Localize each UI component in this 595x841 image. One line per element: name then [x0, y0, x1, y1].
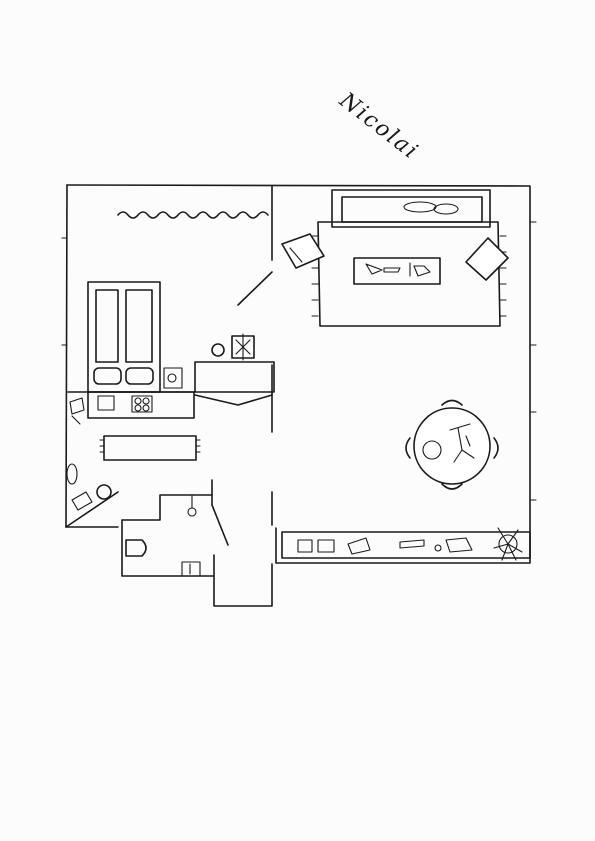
wardrobe-icon	[87, 281, 183, 393]
rug-icon	[311, 221, 507, 327]
sink-icon	[97, 395, 115, 411]
toilet-icon	[125, 495, 201, 577]
tv-console	[281, 531, 531, 559]
outer-walls	[61, 184, 537, 607]
radiator-icon	[117, 211, 269, 219]
lamp-icon	[211, 333, 255, 361]
plant-icon	[493, 527, 523, 561]
kitchen-counter	[69, 391, 195, 425]
pillow-icon	[281, 233, 509, 281]
kitchen-items	[66, 463, 112, 511]
tray-icon	[353, 257, 441, 285]
kitchen-bench	[99, 435, 201, 461]
dining-table-icon	[405, 399, 499, 490]
bed-icon	[331, 189, 491, 228]
stove-icon	[131, 395, 153, 413]
